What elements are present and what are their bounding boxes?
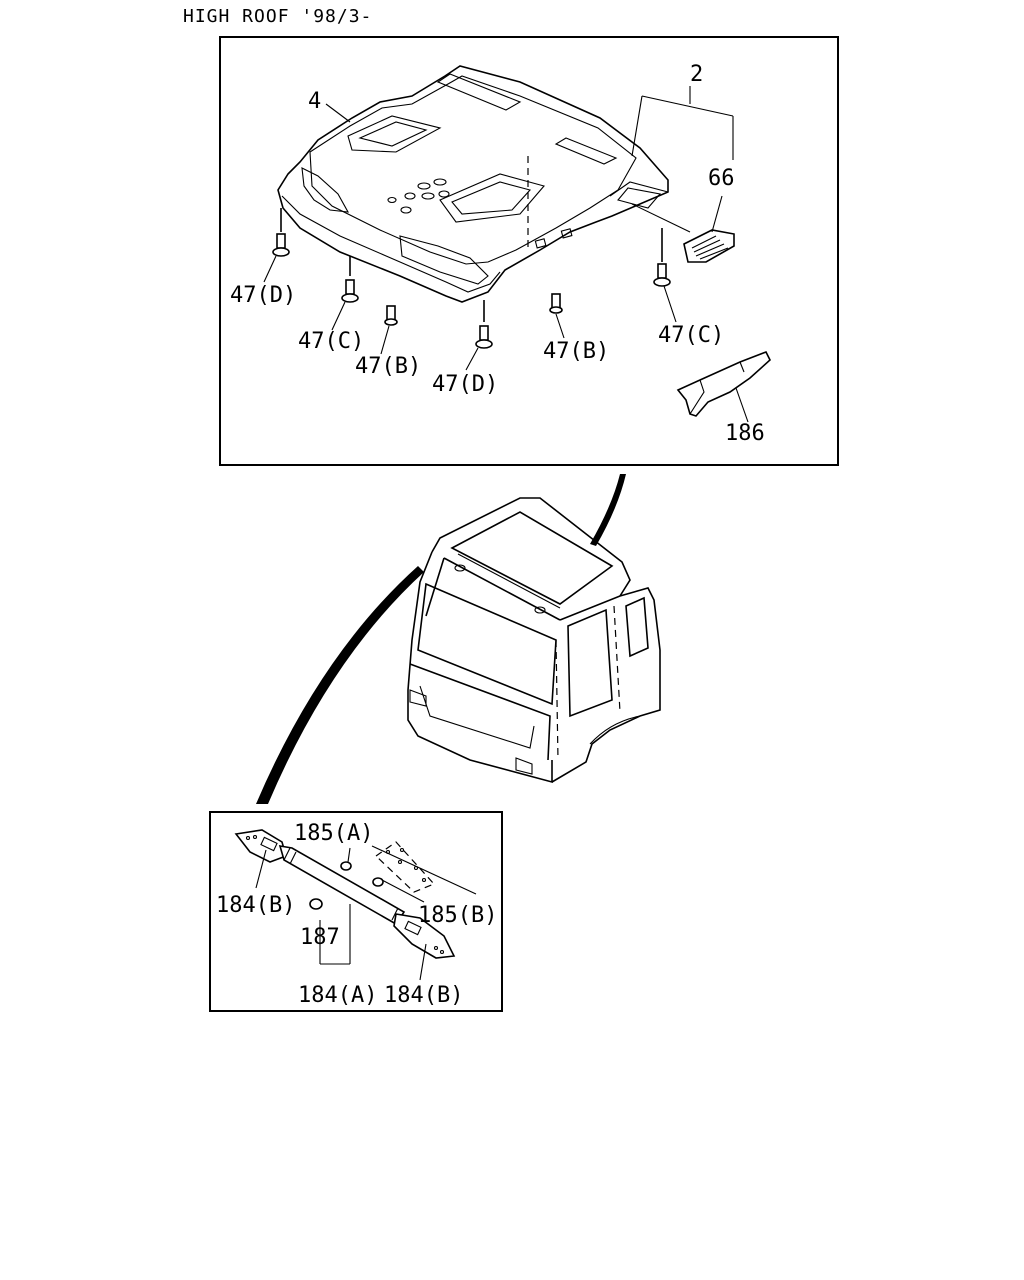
screw-47-c-left — [341, 256, 359, 303]
diagram-title: HIGH ROOF '98/3- — [183, 6, 372, 27]
screw-47-d-center — [475, 300, 493, 349]
label-screw-b2: 47(B) — [543, 339, 609, 364]
label-screw-c2: 47(C) — [658, 323, 724, 348]
callout-arrows — [256, 474, 626, 804]
roof-rail — [234, 829, 456, 959]
screw-47-b-left — [384, 305, 398, 326]
screw-47-b-right — [549, 293, 563, 314]
leader-lines-top — [263, 86, 749, 423]
truck-cab — [407, 497, 661, 784]
label-screw-c1: 47(C) — [298, 329, 364, 354]
label-vent: 66 — [708, 166, 735, 191]
label-grommet-b: 185(B) — [418, 903, 497, 928]
lower-detail-frame — [209, 811, 503, 1012]
label-end-cap-left: 184(B) — [216, 893, 295, 918]
label-corner-trim: 186 — [725, 421, 765, 446]
leader-lines-bottom — [255, 845, 477, 981]
roof-vent — [683, 229, 735, 263]
label-roof-panel: 4 — [308, 89, 321, 114]
corner-trim — [676, 350, 771, 417]
label-screw-d2: 47(D) — [432, 372, 498, 397]
label-end-cap-right: 184(B) — [384, 983, 463, 1008]
label-grommet-a: 185(A) — [294, 821, 373, 846]
roof-panel — [277, 65, 669, 303]
screw-47-d-left — [272, 208, 290, 257]
upper-detail-frame — [219, 36, 839, 466]
label-rail-assembly: 184(A) — [298, 983, 377, 1008]
screw-47-c-right — [653, 228, 671, 287]
label-screw-b1: 47(B) — [355, 354, 421, 379]
label-roof-assembly: 2 — [690, 62, 703, 87]
label-screw-d1: 47(D) — [230, 283, 296, 308]
label-clip: 187 — [300, 925, 340, 950]
